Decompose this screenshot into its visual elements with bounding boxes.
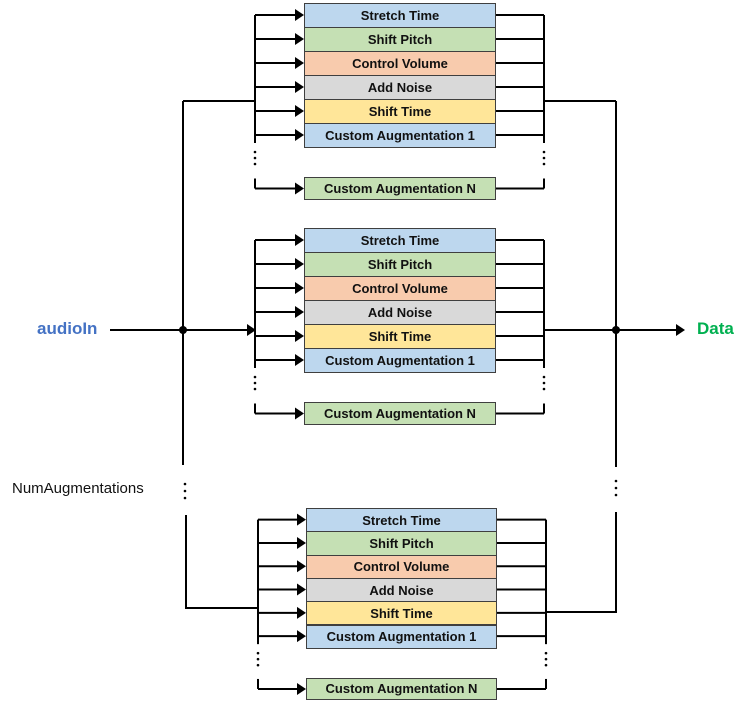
audio-in-label: audioIn xyxy=(37,319,98,338)
input-junction xyxy=(179,326,187,334)
augmenter-block: Custom Augmentation N xyxy=(306,677,497,701)
input-bus-lower xyxy=(185,515,258,609)
block-input-arrowhead xyxy=(297,606,306,619)
augmenter-block: Custom Augmentation N xyxy=(304,402,496,425)
augmenter-block: Control Volume xyxy=(304,276,496,301)
output-arrowhead xyxy=(676,324,685,336)
block-input-arrowhead xyxy=(295,9,304,21)
output-bus-lower xyxy=(546,512,617,613)
input-bus-ellipsis xyxy=(183,496,187,500)
block-input-arrowhead xyxy=(295,258,304,270)
output-junction xyxy=(612,326,620,334)
augmenter-block: Shift Pitch xyxy=(304,27,496,52)
group-input-ellipsis xyxy=(253,375,257,379)
output-bus-ellipsis xyxy=(614,486,618,490)
block-input-arrowhead xyxy=(295,330,304,342)
input-bus-ellipsis xyxy=(183,489,187,493)
augmenter-block: Stretch Time xyxy=(304,3,496,28)
augmenter-block: Shift Pitch xyxy=(306,531,497,556)
augmenter-block: Control Volume xyxy=(306,554,497,579)
block-input-arrowhead xyxy=(297,560,306,573)
augmenter-block: Add Noise xyxy=(304,75,496,100)
augmenter-block: Shift Pitch xyxy=(304,252,496,277)
group-input-ellipsis xyxy=(253,162,257,166)
block-input-arrowhead xyxy=(295,407,304,420)
group-output-ellipsis xyxy=(542,375,546,379)
group-input-ellipsis xyxy=(253,150,257,154)
input-arrowhead xyxy=(247,324,256,336)
block-input-arrowhead xyxy=(295,306,304,318)
group-input-ellipsis xyxy=(256,663,260,667)
augmenter-block: Control Volume xyxy=(304,51,496,76)
block-input-arrowhead xyxy=(295,234,304,246)
block-input-arrowhead xyxy=(295,182,304,195)
augmenter-block: Custom Augmentation 1 xyxy=(306,624,497,649)
augmenter-block: Shift Time xyxy=(304,324,496,349)
block-input-arrowhead xyxy=(295,354,304,366)
group-output-ellipsis xyxy=(542,150,546,154)
block-input-arrowhead xyxy=(295,129,304,141)
block-input-arrowhead xyxy=(297,513,306,526)
group-output-ellipsis xyxy=(542,156,546,160)
group-input-ellipsis xyxy=(256,651,260,655)
input-bus-ellipsis xyxy=(183,482,187,486)
group-input-ellipsis xyxy=(256,657,260,661)
block-input-arrowhead xyxy=(295,81,304,93)
block-input-arrowhead xyxy=(297,682,306,695)
augmenter-block: Add Noise xyxy=(304,300,496,325)
block-input-arrowhead xyxy=(295,57,304,69)
augmenter-block: Stretch Time xyxy=(304,228,496,253)
block-input-arrowhead xyxy=(297,630,306,643)
augmenter-block: Custom Augmentation 1 xyxy=(304,123,496,148)
group-output-ellipsis xyxy=(542,381,546,385)
block-input-arrowhead xyxy=(297,536,306,549)
augmenter-block: Custom Augmentation N xyxy=(304,177,496,200)
group-output-ellipsis xyxy=(544,651,548,655)
block-input-arrowhead xyxy=(295,105,304,117)
augmenter-block: Custom Augmentation 1 xyxy=(304,348,496,373)
group-input-ellipsis xyxy=(253,381,257,385)
group-input-ellipsis xyxy=(253,156,257,160)
augmenter-block: Shift Time xyxy=(304,99,496,124)
augmenter-block: Shift Time xyxy=(306,601,497,626)
group-output-ellipsis xyxy=(542,387,546,391)
output-bus-ellipsis xyxy=(614,479,618,483)
group-output-ellipsis xyxy=(542,162,546,166)
block-input-arrowhead xyxy=(295,33,304,45)
output-bus-ellipsis xyxy=(614,493,618,497)
block-input-arrowhead xyxy=(295,282,304,294)
group-output-ellipsis xyxy=(544,657,548,661)
num-augmentations-label: NumAugmentations xyxy=(12,480,144,497)
group-output-ellipsis xyxy=(544,663,548,667)
augmenter-block: Add Noise xyxy=(306,577,497,603)
data-output-label: Data xyxy=(697,319,734,338)
group-input-ellipsis xyxy=(253,387,257,391)
block-input-arrowhead xyxy=(297,583,306,596)
augmenter-block: Stretch Time xyxy=(306,508,497,533)
